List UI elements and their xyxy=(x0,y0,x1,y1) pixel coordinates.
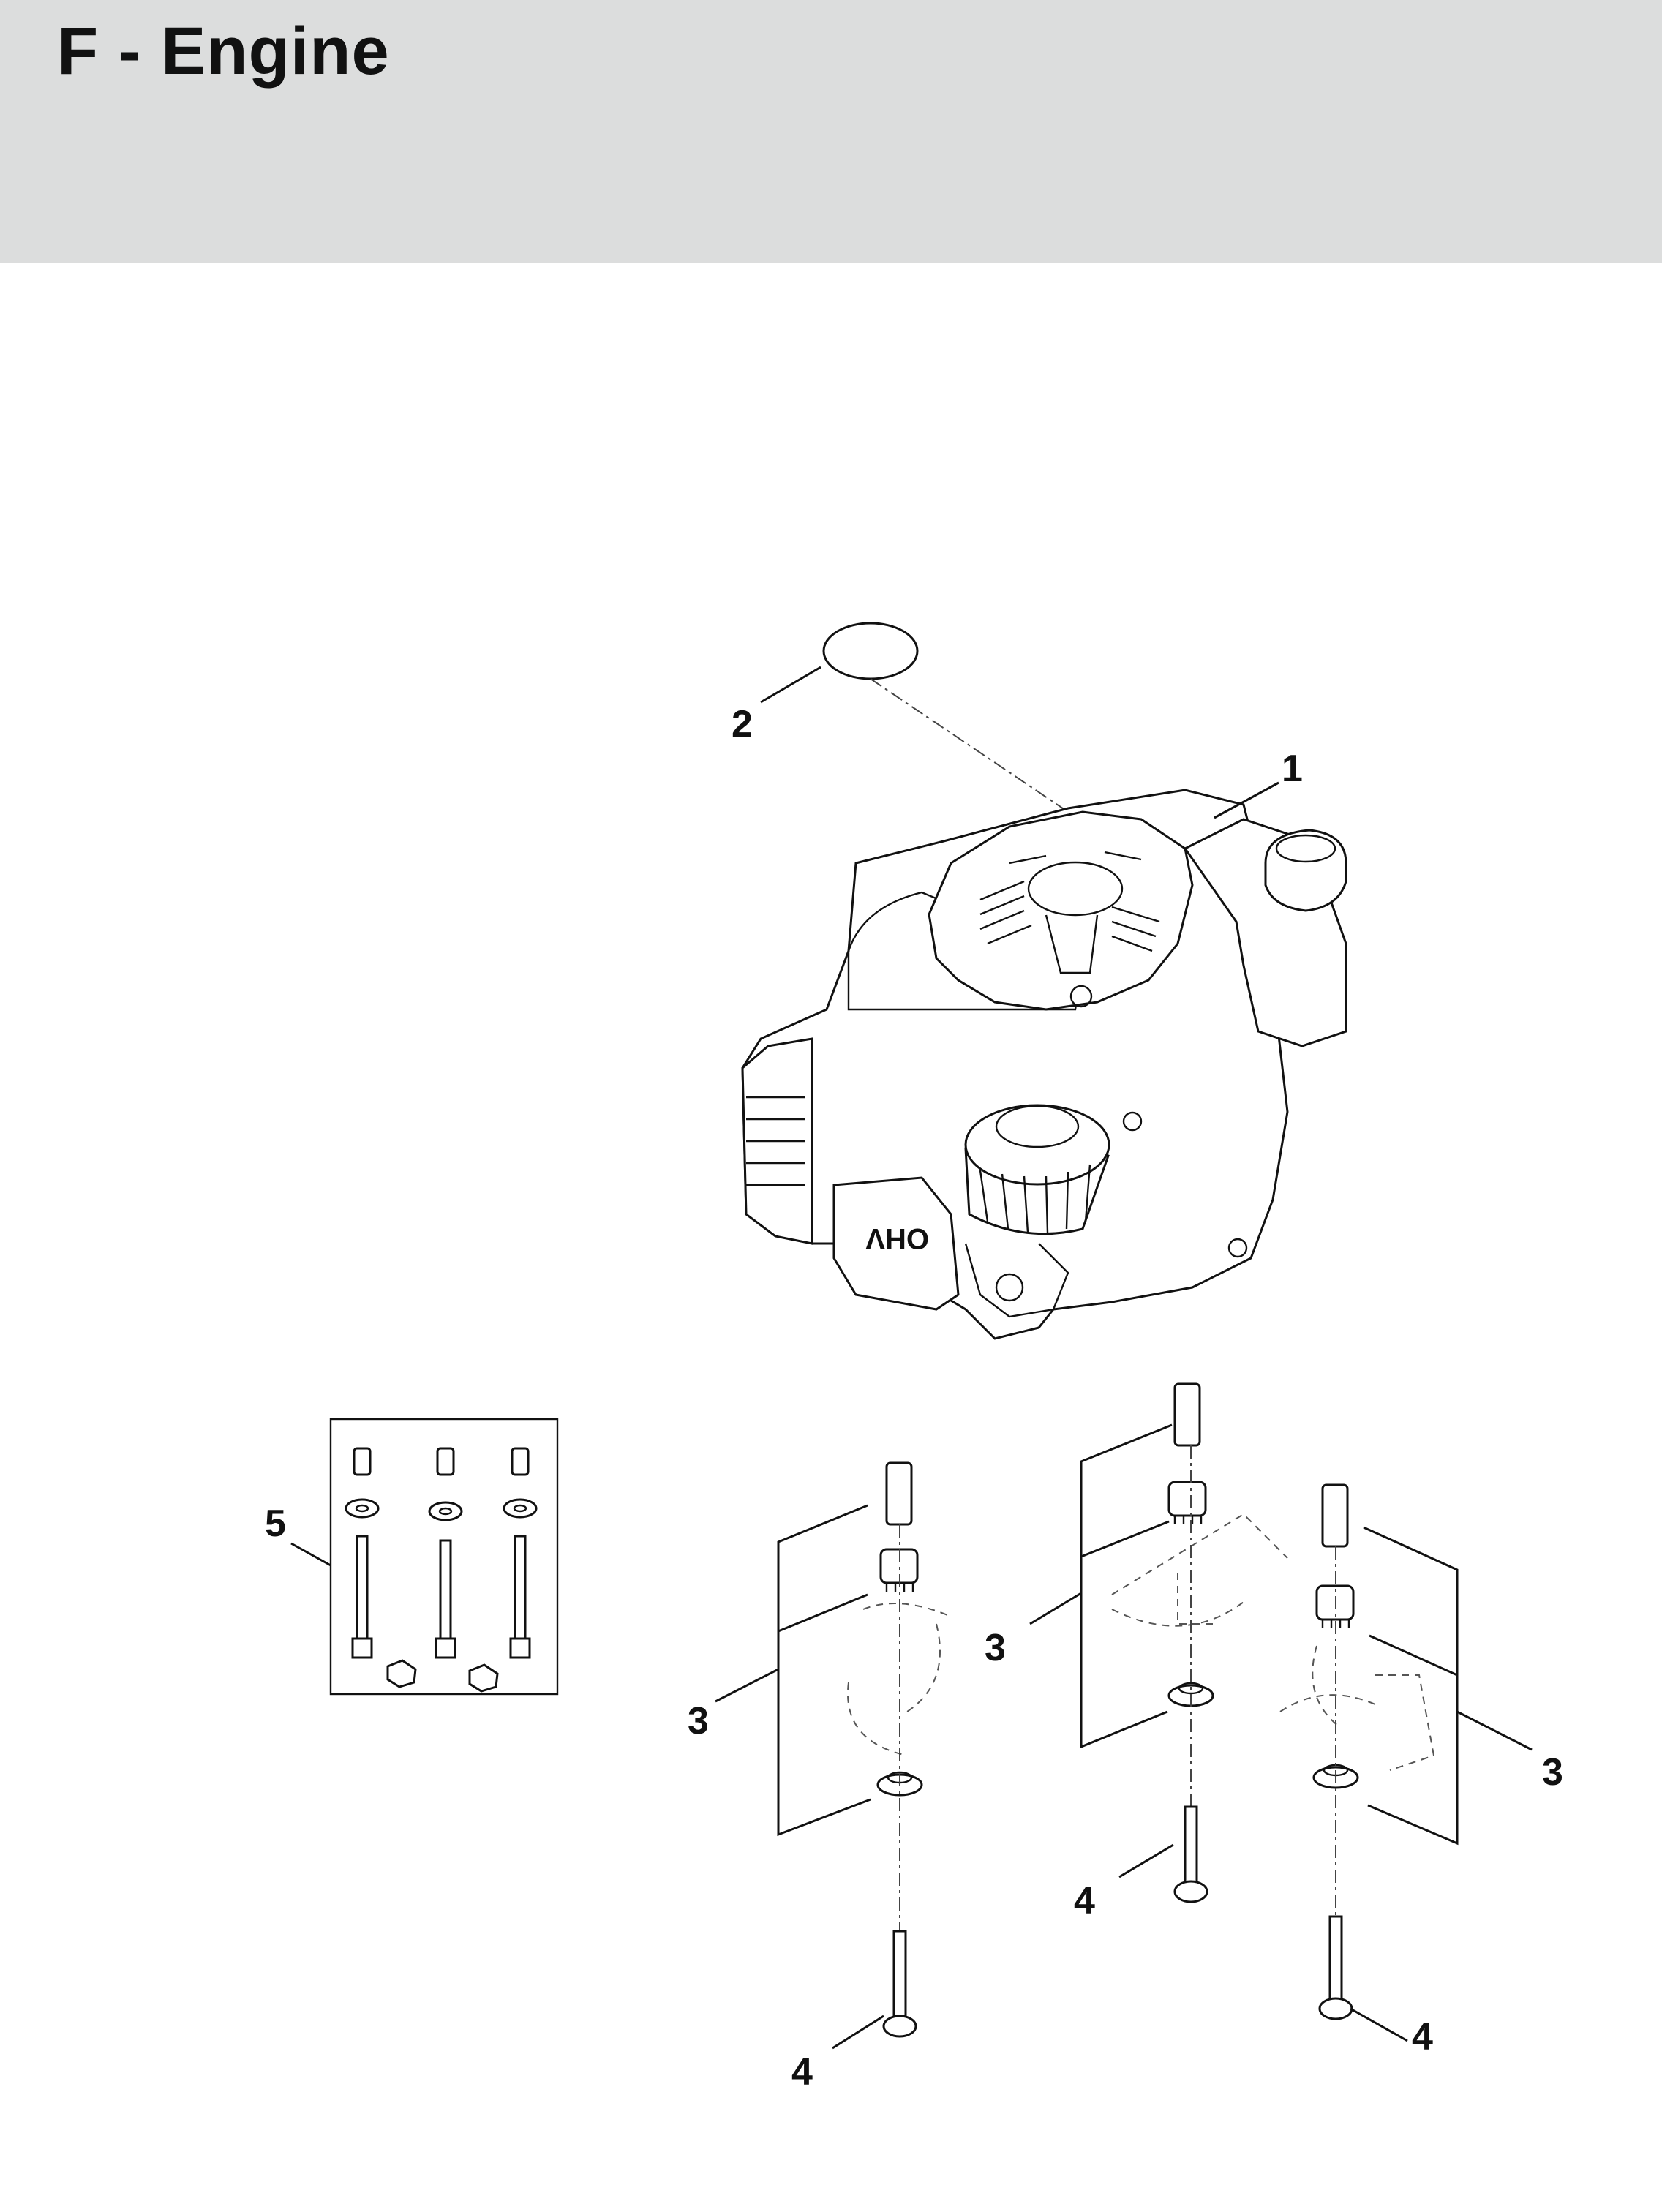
part-1-engine[interactable]: OHV xyxy=(741,789,1347,1340)
leader-4-right xyxy=(1350,2007,1408,2042)
callout-4-left: 4 xyxy=(791,2051,813,2094)
kit-column-2 xyxy=(428,1447,463,1659)
air-filter xyxy=(964,1104,1110,1235)
callout-3-center: 3 xyxy=(985,1627,1006,1669)
valve-cover: OHV xyxy=(832,1176,960,1311)
bracket-center xyxy=(1080,1423,1173,1749)
mount-assembly-center[interactable] xyxy=(1111,1382,1288,1903)
leader-5 xyxy=(290,1542,331,1567)
part-5-kit[interactable] xyxy=(329,1418,559,1696)
leader-3-right xyxy=(1456,1710,1533,1751)
mount-assembly-left[interactable] xyxy=(847,1462,952,2038)
leader-4-center xyxy=(1118,1843,1174,1878)
leader-1 xyxy=(1214,781,1279,819)
cap-axis-line xyxy=(870,678,1082,821)
leader-3-left xyxy=(715,1668,779,1703)
bracket-left xyxy=(777,1504,871,1837)
part-2-cap[interactable] xyxy=(822,622,919,680)
leader-3-center xyxy=(1029,1592,1082,1625)
callout-4-center: 4 xyxy=(1074,1880,1095,1922)
kit-column-1 xyxy=(345,1447,380,1659)
callout-2: 2 xyxy=(732,703,753,745)
header-band xyxy=(0,0,1662,263)
engine-badge: OHV xyxy=(865,1222,929,1254)
callout-5: 5 xyxy=(265,1502,286,1545)
recoil-starter xyxy=(928,810,1194,1011)
fuel-tank xyxy=(1183,818,1347,1047)
callout-4-right: 4 xyxy=(1412,2016,1433,2058)
callout-3-right: 3 xyxy=(1542,1751,1563,1794)
bracket-right xyxy=(1363,1526,1459,1846)
callout-3-left: 3 xyxy=(688,1700,709,1742)
kit-column-3 xyxy=(503,1447,538,1659)
kit-nuts xyxy=(386,1659,499,1693)
leader-2 xyxy=(760,666,821,704)
callout-1: 1 xyxy=(1282,748,1303,790)
mount-assembly-right[interactable] xyxy=(1279,1483,1435,2020)
leader-4-left xyxy=(832,2014,884,2050)
page-title: F - Engine xyxy=(57,14,390,89)
